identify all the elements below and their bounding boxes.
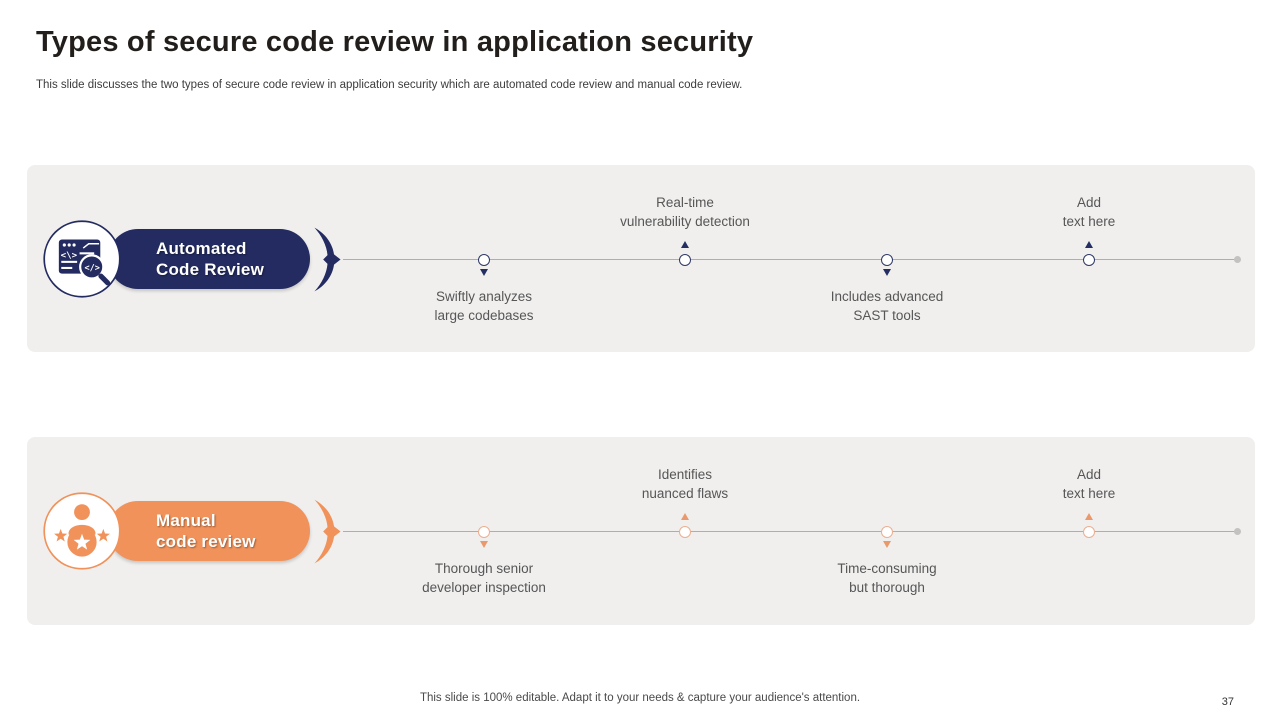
milestone-marker xyxy=(478,526,490,538)
milestone-marker xyxy=(881,526,893,538)
add-text-placeholder[interactable]: Add text here xyxy=(1062,195,1116,229)
milestone-marker xyxy=(679,526,691,538)
automated-code-review-panel: <\> </> Automated Code Review Swiftly an… xyxy=(27,165,1255,352)
automated-code-review-icon: <\> </> xyxy=(43,220,121,298)
page-subtitle: This slide discusses the two types of se… xyxy=(36,79,743,91)
manual-code-review-panel: Manual code review Thorough senior devel… xyxy=(27,437,1255,625)
svg-text:<\>: <\> xyxy=(61,251,78,261)
timeline-line xyxy=(343,259,1238,260)
editable-note: This slide is 100% editable. Adapt it to… xyxy=(419,692,861,704)
milestone-label: Swiftly analyzes large codebases xyxy=(434,289,534,323)
milestone-marker xyxy=(881,254,893,266)
milestone-marker xyxy=(1083,254,1095,266)
triangle-up-icon xyxy=(1085,241,1093,248)
bracket-shape xyxy=(314,227,341,292)
automated-code-review-pill: Automated Code Review xyxy=(108,229,310,289)
triangle-up-icon xyxy=(681,513,689,520)
milestone-label: Includes advanced SAST tools xyxy=(830,289,944,323)
pill-label-line2: Code Review xyxy=(156,260,265,279)
pill-label-line2: code review xyxy=(156,532,256,551)
pill-label-line1: Automated xyxy=(156,239,247,258)
bracket-shape xyxy=(314,499,341,564)
milestone-marker xyxy=(1083,526,1095,538)
timeline-end-dot xyxy=(1234,528,1241,535)
milestone-marker xyxy=(478,254,490,266)
triangle-down-icon xyxy=(883,541,891,548)
milestone-label: Identifies nuanced flaws xyxy=(641,467,729,501)
milestone-label: Thorough senior developer inspection xyxy=(422,561,546,595)
triangle-down-icon xyxy=(480,269,488,276)
page-number: 37 xyxy=(1221,696,1234,708)
manual-code-review-icon xyxy=(43,492,121,570)
manual-code-review-pill: Manual code review xyxy=(108,501,310,561)
milestone-marker xyxy=(679,254,691,266)
milestone-label: Time-consuming but thorough xyxy=(837,561,937,595)
timeline-line xyxy=(343,531,1238,532)
triangle-down-icon xyxy=(480,541,488,548)
milestone-label: Real-time vulnerability detection xyxy=(620,195,750,229)
svg-text:</>: </> xyxy=(84,264,99,274)
triangle-down-icon xyxy=(883,269,891,276)
add-text-placeholder[interactable]: Add text here xyxy=(1062,467,1116,501)
pill-label-line1: Manual xyxy=(156,511,216,530)
triangle-up-icon xyxy=(681,241,689,248)
timeline-end-dot xyxy=(1234,256,1241,263)
triangle-up-icon xyxy=(1085,513,1093,520)
page-title: Types of secure code review in applicati… xyxy=(36,26,754,58)
